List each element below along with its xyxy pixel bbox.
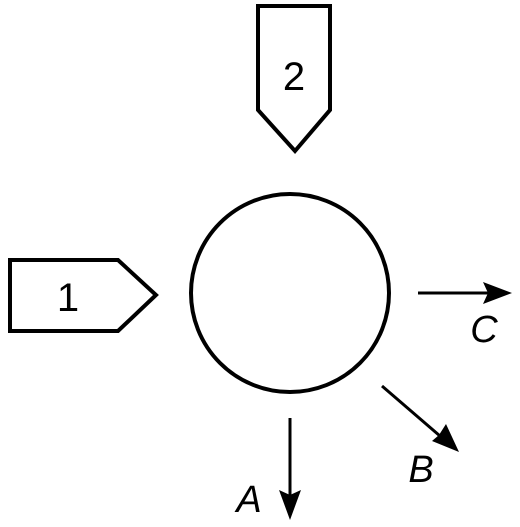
input-1-label: 1 [57,276,79,320]
output-a-label: A [234,479,261,521]
output-b: B [381,384,459,491]
output-a-arrowhead [279,490,301,520]
input-2-label: 2 [283,55,305,99]
input-2-shape [256,4,332,155]
output-b-label: B [408,449,433,491]
output-a: A [234,418,301,521]
input-1: 1 [8,258,159,333]
output-c-arrowhead [483,282,512,304]
input-1-shape [8,258,159,333]
output-c: C [418,282,512,351]
output-b-arrowhead [432,424,459,452]
center-node [189,192,391,394]
output-c-label: C [470,309,498,351]
output-b-arrow-line [381,384,441,438]
input-2: 2 [256,4,332,155]
